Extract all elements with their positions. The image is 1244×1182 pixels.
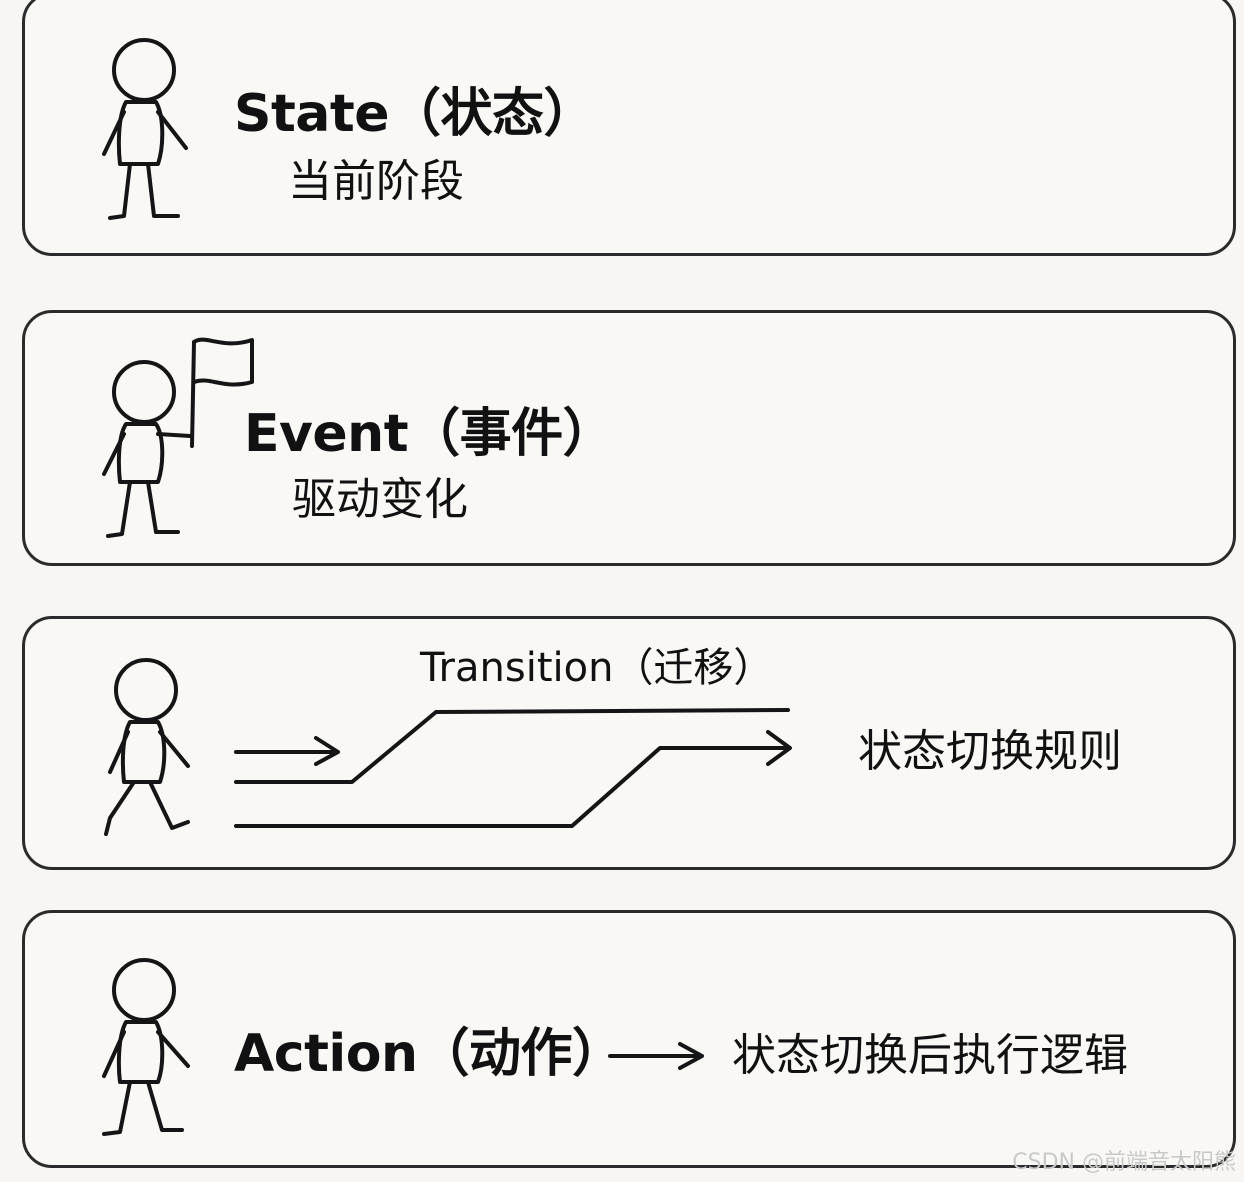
- lower-transition-path: [234, 746, 790, 828]
- state-title: State（状态）: [234, 84, 596, 144]
- transition-paths-diagram: [234, 708, 792, 828]
- short-arrow-icon: [234, 736, 340, 766]
- upper-transition-path: [234, 708, 790, 784]
- action-description: 状态切换后执行逻辑: [732, 1030, 1128, 1081]
- standing-stick-figure-icon: [102, 958, 190, 1136]
- event-panel: [22, 310, 1236, 566]
- walking-stick-figure-icon: [104, 658, 190, 836]
- action-panel: [22, 910, 1236, 1168]
- watermark: CSDN @前端音太阳熊: [1012, 1150, 1236, 1175]
- transition-panel: [22, 616, 1236, 870]
- right-arrow-icon: [608, 1042, 704, 1070]
- event-title: Event（事件）: [244, 404, 615, 464]
- transition-label: Transition（迁移）: [420, 645, 774, 691]
- standing-stick-figure-icon: [102, 38, 188, 220]
- event-subtitle: 驱动变化: [292, 474, 468, 525]
- transition-description: 状态切换规则: [858, 726, 1122, 777]
- action-title: Action（动作）: [234, 1024, 624, 1084]
- flag-holding-stick-figure-icon: [102, 337, 254, 538]
- transition-arrowhead-icon: [766, 730, 792, 766]
- state-panel: [22, 0, 1236, 256]
- state-subtitle: 当前阶段: [288, 156, 464, 207]
